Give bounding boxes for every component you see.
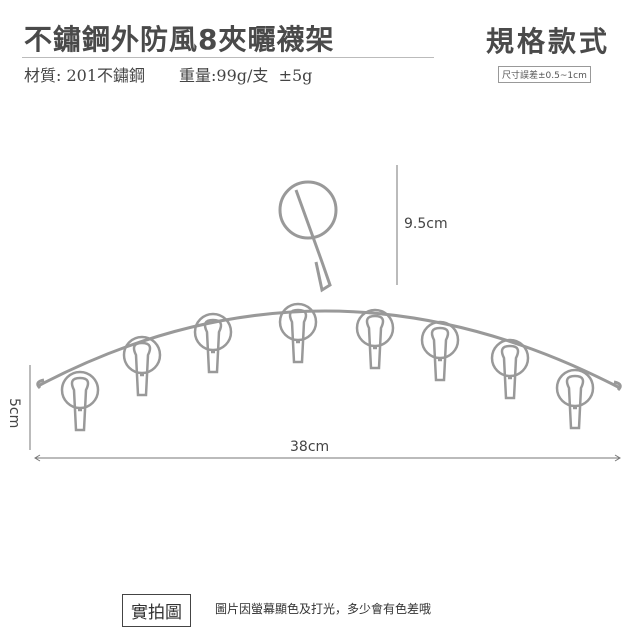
clip bbox=[193, 312, 233, 374]
weight-spec: 重量:99g/支 ±5g bbox=[179, 66, 313, 85]
clip bbox=[355, 308, 395, 370]
hanger-arc bbox=[37, 309, 621, 390]
divider bbox=[22, 57, 434, 58]
hanger bbox=[36, 180, 622, 392]
clip bbox=[278, 302, 318, 364]
specs: 材質: 201不鏽鋼 重量:99g/支 ±5g bbox=[24, 62, 346, 86]
color-note: 圖片因螢幕顯色及打光，多少會有色差哦 bbox=[215, 602, 432, 616]
side-height-label: 5cm bbox=[6, 398, 22, 429]
clip bbox=[122, 335, 162, 397]
width-label: 38cm bbox=[290, 439, 330, 455]
clip bbox=[555, 368, 595, 430]
clip bbox=[60, 370, 100, 432]
photo-label: 實拍圖 bbox=[122, 594, 191, 627]
hook-height-label: 9.5cm bbox=[404, 216, 448, 232]
style-title: 規格款式 bbox=[486, 25, 611, 58]
tolerance-badge: 尺寸誤差±0.5~1cm bbox=[498, 66, 591, 83]
dimension-lines bbox=[29, 165, 621, 462]
material-spec: 材質: 201不鏽鋼 bbox=[24, 66, 146, 85]
product-title: 不鏽鋼外防風8夾曬襪架 bbox=[24, 23, 335, 56]
hook-stem bbox=[294, 189, 332, 293]
hook-ring bbox=[278, 180, 338, 240]
clip bbox=[420, 320, 460, 382]
clip bbox=[490, 338, 530, 400]
